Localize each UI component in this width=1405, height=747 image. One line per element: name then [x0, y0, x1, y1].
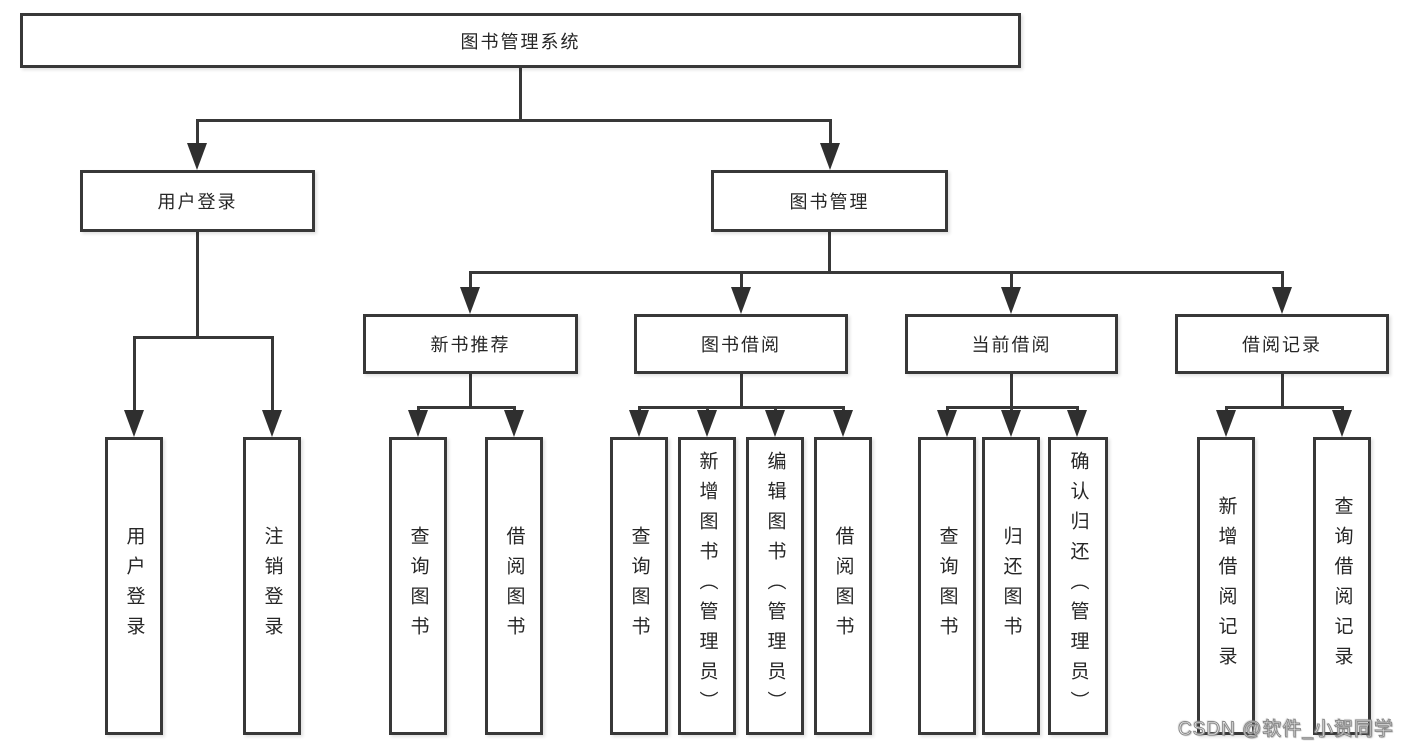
leaf-confirm-return-admin-label: 确认归还（管理员） — [1067, 451, 1089, 721]
leaf-query-books-current-label: 查询图书 — [936, 526, 958, 646]
connector-line — [1280, 272, 1284, 294]
node-root: 图书管理系统 — [20, 13, 1021, 68]
arrowhead-down — [1332, 410, 1352, 437]
leaf-logout-label: 注销登录 — [261, 526, 283, 646]
connector-line — [416, 405, 516, 409]
arrowhead-down — [820, 143, 840, 170]
connector-line — [637, 405, 845, 409]
connector-line — [739, 272, 743, 294]
leaf-user-login: 用户登录 — [105, 437, 163, 735]
connector-line — [132, 337, 136, 414]
leaf-add-book-admin: 新增图书（管理员） — [678, 437, 736, 735]
leaf-user-login-label: 用户登录 — [123, 526, 145, 646]
leaf-add-book-admin-label: 新增图书（管理员） — [696, 451, 718, 721]
arrowhead-down — [1001, 287, 1021, 314]
arrowhead-down — [629, 410, 649, 437]
leaf-borrow-books-recommend-label: 借阅图书 — [503, 526, 525, 646]
leaf-edit-book-admin-label: 编辑图书（管理员） — [764, 451, 786, 721]
node-user-login-label: 用户登录 — [157, 192, 238, 212]
node-current-borrowing: 当前借阅 — [905, 314, 1118, 374]
connector-line — [195, 119, 199, 150]
connector-line — [468, 272, 472, 294]
arrowhead-down — [731, 287, 751, 314]
connector-line — [468, 374, 472, 409]
leaf-add-borrow-record-label: 新增借阅记录 — [1215, 496, 1237, 676]
leaf-edit-book-admin: 编辑图书（管理员） — [746, 437, 804, 735]
connector-line — [1009, 272, 1013, 294]
node-book-borrowing-label: 图书借阅 — [701, 335, 781, 355]
arrowhead-down — [697, 410, 717, 437]
node-new-book-recommend-label: 新书推荐 — [430, 335, 511, 355]
leaf-borrow-books-borrowing-label: 借阅图书 — [832, 526, 854, 646]
arrowhead-down — [460, 287, 480, 314]
arrowhead-down — [833, 410, 853, 437]
node-root-label: 图书管理系统 — [460, 31, 581, 52]
node-user-login: 用户登录 — [80, 170, 315, 232]
leaf-logout: 注销登录 — [243, 437, 301, 735]
leaf-return-book-label: 归还图书 — [1000, 526, 1022, 646]
connector-line — [827, 232, 831, 274]
connector-line — [1009, 374, 1013, 409]
connector-line — [468, 270, 1284, 274]
node-book-borrowing: 图书借阅 — [634, 314, 848, 374]
csdn-watermark: CSDN @软件_小贺同学 — [1178, 719, 1394, 741]
connector-line — [132, 335, 274, 339]
arrowhead-down — [1272, 287, 1292, 314]
leaf-query-books-borrowing-label: 查询图书 — [628, 526, 650, 646]
connector-line — [195, 232, 199, 339]
connector-line — [195, 118, 832, 122]
leaf-query-books-borrowing: 查询图书 — [610, 437, 668, 735]
node-book-management-label: 图书管理 — [789, 192, 870, 212]
leaf-query-books-recommend: 查询图书 — [389, 437, 447, 735]
leaf-query-borrow-record: 查询借阅记录 — [1313, 437, 1371, 735]
arrowhead-down — [408, 410, 428, 437]
arrowhead-down — [124, 410, 144, 437]
connector-line — [270, 337, 274, 414]
connector-line — [518, 68, 522, 121]
arrowhead-down — [1001, 410, 1021, 437]
node-borrow-records: 借阅记录 — [1175, 314, 1389, 374]
arrowhead-down — [187, 143, 207, 170]
connector-line — [1224, 405, 1344, 409]
node-current-borrowing-label: 当前借阅 — [971, 335, 1052, 355]
leaf-borrow-books-recommend: 借阅图书 — [485, 437, 543, 735]
arrowhead-down — [504, 410, 524, 437]
leaf-return-book: 归还图书 — [982, 437, 1040, 735]
leaf-borrow-books-borrowing: 借阅图书 — [814, 437, 872, 735]
node-borrow-records-label: 借阅记录 — [1242, 335, 1322, 355]
connector-line — [828, 119, 832, 150]
leaf-query-books-recommend-label: 查询图书 — [407, 526, 429, 646]
leaf-query-borrow-record-label: 查询借阅记录 — [1331, 496, 1353, 676]
connector-line — [945, 405, 1079, 409]
leaf-confirm-return-admin: 确认归还（管理员） — [1048, 437, 1108, 735]
arrowhead-down — [937, 410, 957, 437]
connector-line — [739, 374, 743, 409]
leaf-add-borrow-record: 新增借阅记录 — [1197, 437, 1255, 735]
arrowhead-down — [1216, 410, 1236, 437]
arrowhead-down — [765, 410, 785, 437]
arrowhead-down — [262, 410, 282, 437]
leaf-query-books-current: 查询图书 — [918, 437, 976, 735]
node-new-book-recommend: 新书推荐 — [363, 314, 578, 374]
connector-line — [1280, 374, 1284, 409]
node-book-management: 图书管理 — [711, 170, 948, 232]
arrowhead-down — [1067, 410, 1087, 437]
